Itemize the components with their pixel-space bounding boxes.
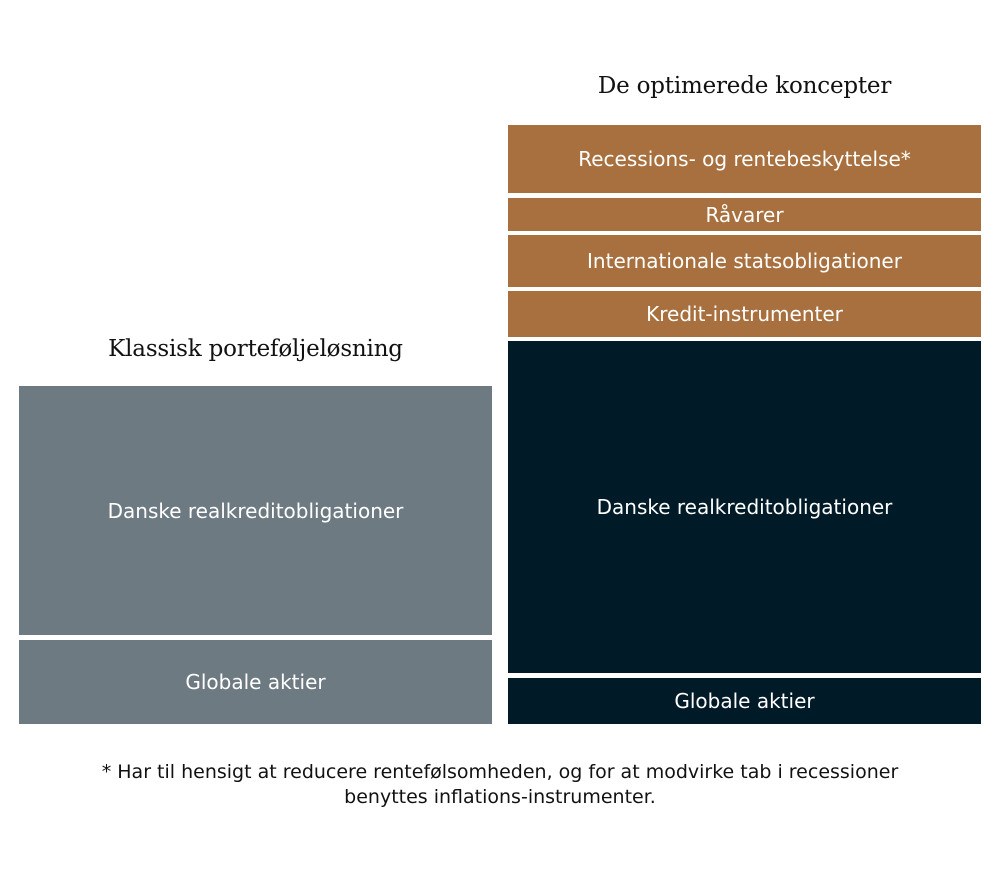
right-block-raavarer: Råvarer xyxy=(508,198,981,231)
footnote-line-1: * Har til hensigt at reducere rentefølso… xyxy=(101,761,899,783)
block-label: Recessions- og rentebeskyttelse* xyxy=(578,147,911,171)
right-block-danske-realkreditobligationer: Danske realkreditobligationer xyxy=(508,341,981,673)
block-label: Kredit-instrumenter xyxy=(646,302,843,326)
left-block-globale-aktier: Globale aktier xyxy=(19,640,492,724)
right-block-internationale-statsobligationer: Internationale statsobligationer xyxy=(508,235,981,287)
left-block-danske-realkreditobligationer: Danske realkreditobligationer xyxy=(19,386,492,635)
footnote: * Har til hensigt at reducere rentefølso… xyxy=(0,760,1000,810)
block-label: Globale aktier xyxy=(185,670,326,694)
block-label: Danske realkreditobligationer xyxy=(107,498,404,523)
block-label: Globale aktier xyxy=(674,689,815,713)
block-label: Internationale statsobligationer xyxy=(587,249,902,273)
right-block-kredit-instrumenter: Kredit-instrumenter xyxy=(508,291,981,337)
right-column-title: De optimerede koncepter xyxy=(597,73,892,99)
right-block-recessions-rentebeskyttelse: Recessions- og rentebeskyttelse* xyxy=(508,125,981,193)
footnote-line-2: benyttes inflations-instrumenter. xyxy=(344,786,656,808)
left-column-title: Klassisk porteføljeløsning xyxy=(108,336,403,362)
block-label: Råvarer xyxy=(705,202,784,227)
right-block-globale-aktier: Globale aktier xyxy=(508,678,981,724)
block-label: Danske realkreditobligationer xyxy=(596,495,893,519)
